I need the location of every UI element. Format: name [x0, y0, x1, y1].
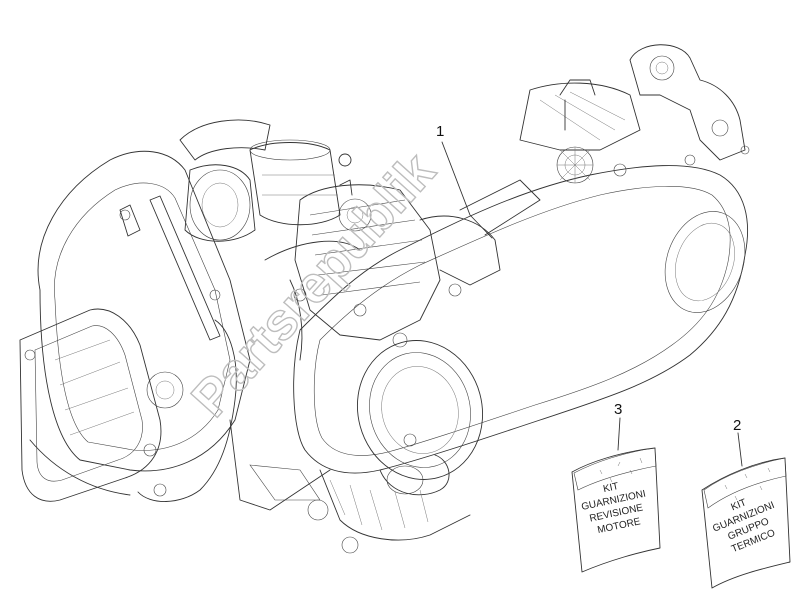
callout-3-leader [617, 417, 621, 451]
kit2-line-1: KIT [730, 497, 749, 513]
gasket-kit-cylinder-group-bag[interactable]: KIT GUARNIZIONI GRUPPO TERMICO [701, 457, 791, 589]
callout-number-1: 1 [436, 123, 444, 140]
engine-assembly[interactable] [19, 44, 758, 554]
callout-number-2: 2 [733, 417, 741, 434]
callout-1-leader [441, 141, 493, 239]
watermark: Partsrepublik [181, 142, 447, 428]
gasket-kit-engine-overhaul-bag[interactable]: KIT GUARNIZIONI REVISIONE MOTORE [571, 447, 661, 573]
kit3-line-1: KIT [602, 481, 620, 495]
callout-2-leader [737, 432, 743, 467]
callout-number-3: 3 [614, 401, 622, 418]
